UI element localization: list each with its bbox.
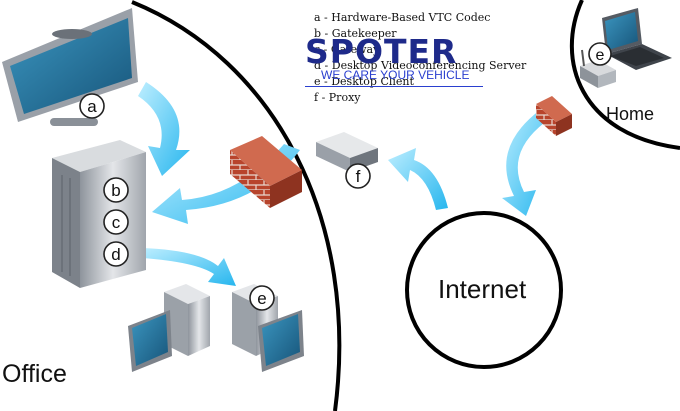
svg-text:b: b (111, 181, 120, 200)
legend-item: a - Hardware-Based VTC Codec (314, 11, 491, 24)
internet-cloud (405, 211, 563, 369)
watermark-logo: SPOTER WE CARE YOUR VEHICLE (305, 32, 483, 87)
badge-b: b (103, 177, 129, 203)
legend-item: d - Desktop Videoconferencing Server (314, 59, 527, 72)
svg-text:e: e (596, 47, 605, 64)
home-laptop (602, 8, 672, 70)
svg-text:a: a (87, 97, 97, 116)
component-legend: a - Hardware-Based VTC Codec b - Gatekee… (314, 10, 526, 106)
badge-f: f (345, 163, 371, 189)
watermark-title: SPOTER (305, 32, 458, 71)
legend-item: c - Gateway (314, 43, 380, 56)
badge-e-home: e (588, 42, 612, 66)
badge-d: d (103, 241, 129, 267)
watermark-underline (305, 86, 483, 87)
office-zone-label: Office (2, 360, 67, 388)
badge-a: a (79, 93, 105, 119)
svg-text:d: d (111, 245, 120, 264)
vtc-codec-monitor (2, 8, 138, 126)
svg-text:c: c (112, 213, 121, 232)
badge-e-office: e (249, 285, 275, 311)
svg-text:f: f (356, 167, 361, 186)
home-boundary (569, 0, 680, 150)
flow-arrow-internet-to-proxy (388, 148, 448, 210)
flow-arrow-firewall-to-server (152, 144, 300, 224)
office-boundary (131, 0, 342, 411)
flow-arrow-codec-to-server (138, 82, 190, 176)
flow-arrow-home-to-internet (502, 110, 548, 216)
flow-arrow-server-to-desktops (142, 248, 236, 286)
home-firewall (536, 96, 572, 136)
home-zone-label: Home (606, 104, 655, 124)
badge-c: c (103, 209, 129, 235)
office-desktop-1 (128, 284, 210, 372)
watermark-tagline: WE CARE YOUR VEHICLE (321, 68, 470, 82)
legend-item: b - Gatekeeper (314, 27, 397, 40)
svg-text:e: e (257, 289, 266, 308)
home-router (580, 49, 616, 88)
proxy-appliance (316, 132, 378, 172)
office-server-tower (52, 140, 146, 288)
legend-item: e - Desktop Client (314, 75, 414, 88)
office-firewall (230, 136, 302, 208)
internet-label: Internet (438, 274, 527, 304)
legend-item: f - Proxy (314, 91, 361, 104)
